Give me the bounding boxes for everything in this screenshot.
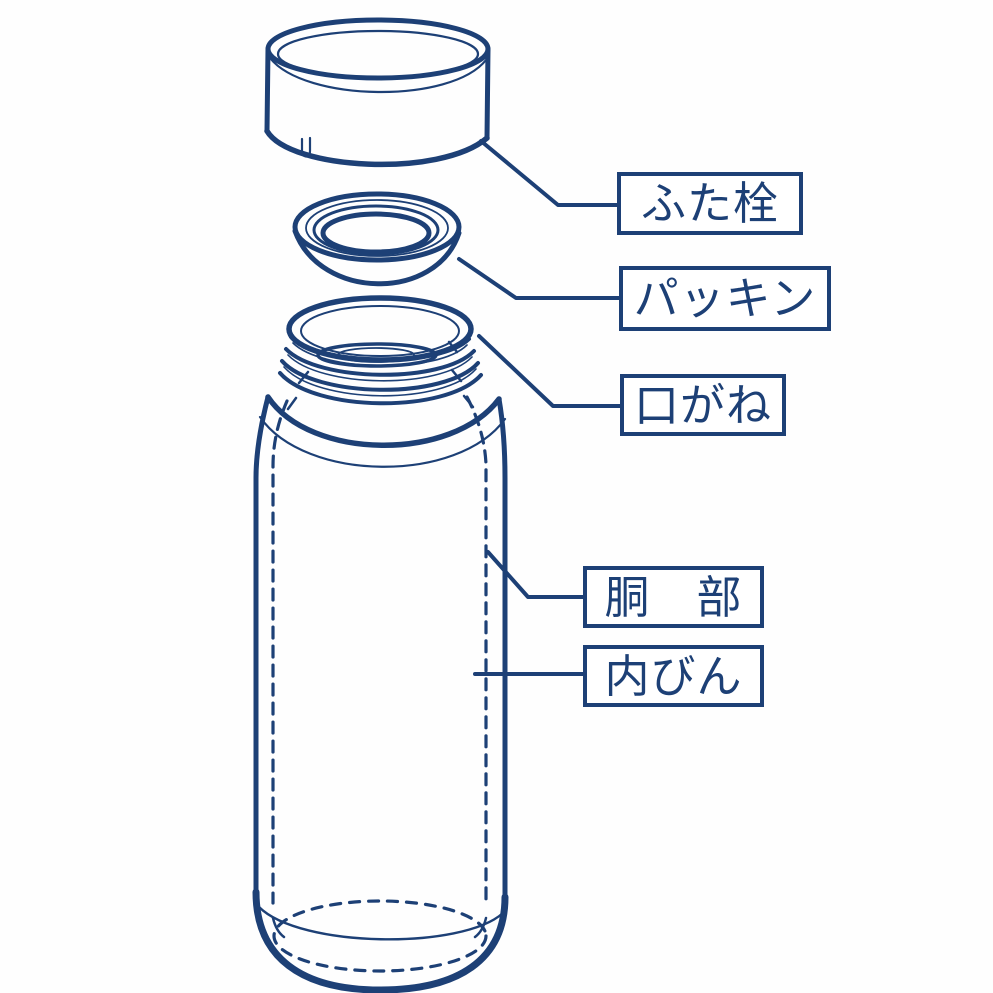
leader-gasket	[457, 257, 622, 300]
leader-lid-stopper	[479, 139, 620, 207]
body-drawing	[252, 394, 509, 993]
inner-bottle-drawing	[271, 395, 488, 973]
gasket-drawing	[292, 191, 462, 287]
label-gasket-text: パッキン	[633, 273, 817, 324]
label-mouth-ring-text: 口がね	[633, 379, 772, 431]
label-inner-bottle: 内びん	[583, 645, 764, 707]
lid-stopper-drawing	[264, 17, 491, 168]
label-lid-stopper-text: ふた栓	[640, 178, 779, 229]
label-body: 胴 部	[583, 566, 764, 628]
label-mouth-ring: 口がね	[620, 374, 786, 436]
label-inner-bottle-text: 内びん	[604, 650, 743, 702]
leader-lines	[457, 139, 623, 676]
label-lid-stopper: ふた栓	[617, 172, 803, 235]
label-gasket: パッキン	[619, 266, 831, 331]
cap-notch	[300, 136, 312, 158]
leader-mouth-ring	[477, 334, 623, 408]
mouth-ring-drawing	[258, 295, 507, 468]
leader-body	[486, 550, 586, 599]
label-body-text: 胴 部	[604, 571, 743, 623]
